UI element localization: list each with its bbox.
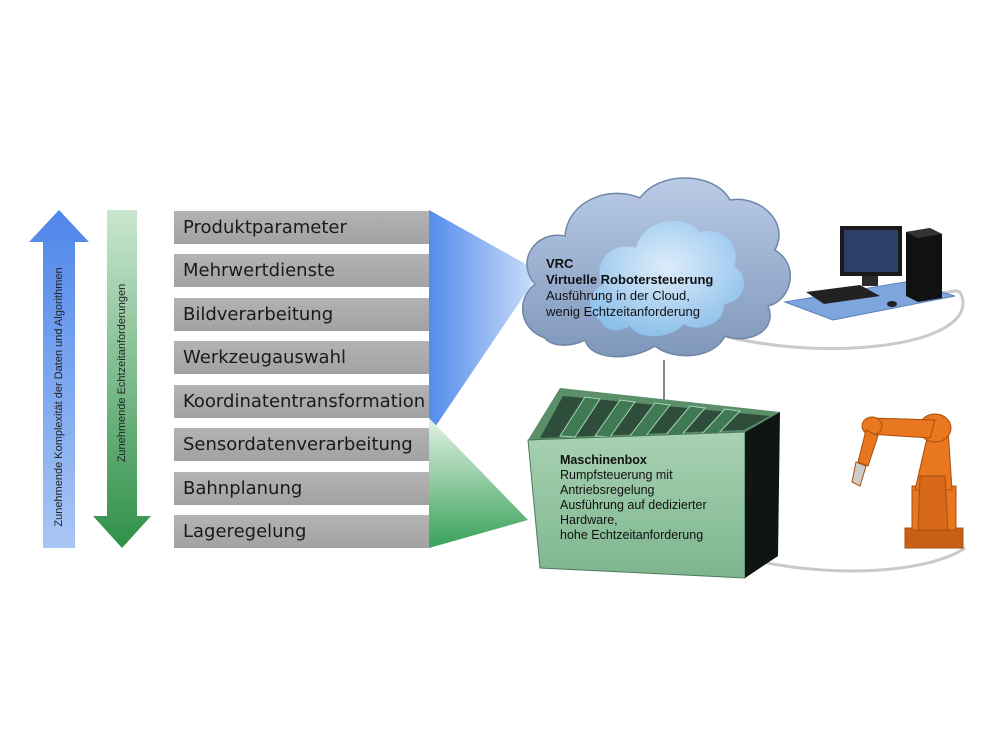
layer-sensordatenverarbeitung: Sensordatenverarbeitung: [174, 428, 429, 461]
complexity-label: Zunehmende Komplexität der Daten und Alg…: [53, 267, 65, 527]
cloud-line-1: Ausführung in der Cloud,: [546, 288, 690, 303]
layer-werkzeugauswahl: Werkzeugauswahl: [174, 341, 429, 374]
layer-bildverarbeitung: Bildverarbeitung: [174, 298, 429, 331]
machine-box-icon: [527, 388, 780, 579]
layer-bahnplanung: Bahnplanung: [174, 472, 429, 505]
box-line-4: Hardware,: [560, 513, 618, 527]
computer-icon: [783, 226, 956, 321]
layer-mehrwertdienste: Mehrwertdienste: [174, 254, 429, 287]
robot-icon: [851, 413, 964, 549]
layer-produktparameter: Produktparameter: [174, 211, 429, 244]
box-line-3: Ausführung auf dedizierter: [560, 498, 707, 512]
cloud-line-2: wenig Echtzeitanforderung: [546, 304, 700, 319]
robot-cable: [761, 546, 966, 573]
complexity-arrow: [29, 210, 89, 548]
box-line-1: Rumpfsteuerung mit: [560, 468, 673, 482]
cloud-fan: [429, 210, 540, 436]
cloud-subtitle: Virtuelle Robotersteuerung: [546, 272, 714, 287]
cloud-description: VRC Virtuelle Robotersteuerung Ausführun…: [546, 256, 713, 320]
cloud-title: VRC: [546, 256, 574, 271]
box-line-2: Antriebsregelung: [560, 483, 655, 497]
box-title: Maschinenbox: [560, 453, 647, 467]
layer-koordinatentransformation: Koordinatentransformation: [174, 385, 429, 418]
realtime-label: Zunehmende Echtzeitanforderungen: [116, 283, 128, 463]
box-description: Maschinenbox Rumpfsteuerung mit Antriebs…: [560, 453, 707, 543]
layer-lageregelung: Lageregelung: [174, 515, 429, 548]
cloud-icon: [521, 177, 791, 358]
box-line-5: hohe Echtzeitanforderung: [560, 528, 704, 542]
computer-cable: [723, 289, 965, 351]
realtime-arrow: [93, 210, 151, 548]
box-fan: [429, 418, 528, 548]
